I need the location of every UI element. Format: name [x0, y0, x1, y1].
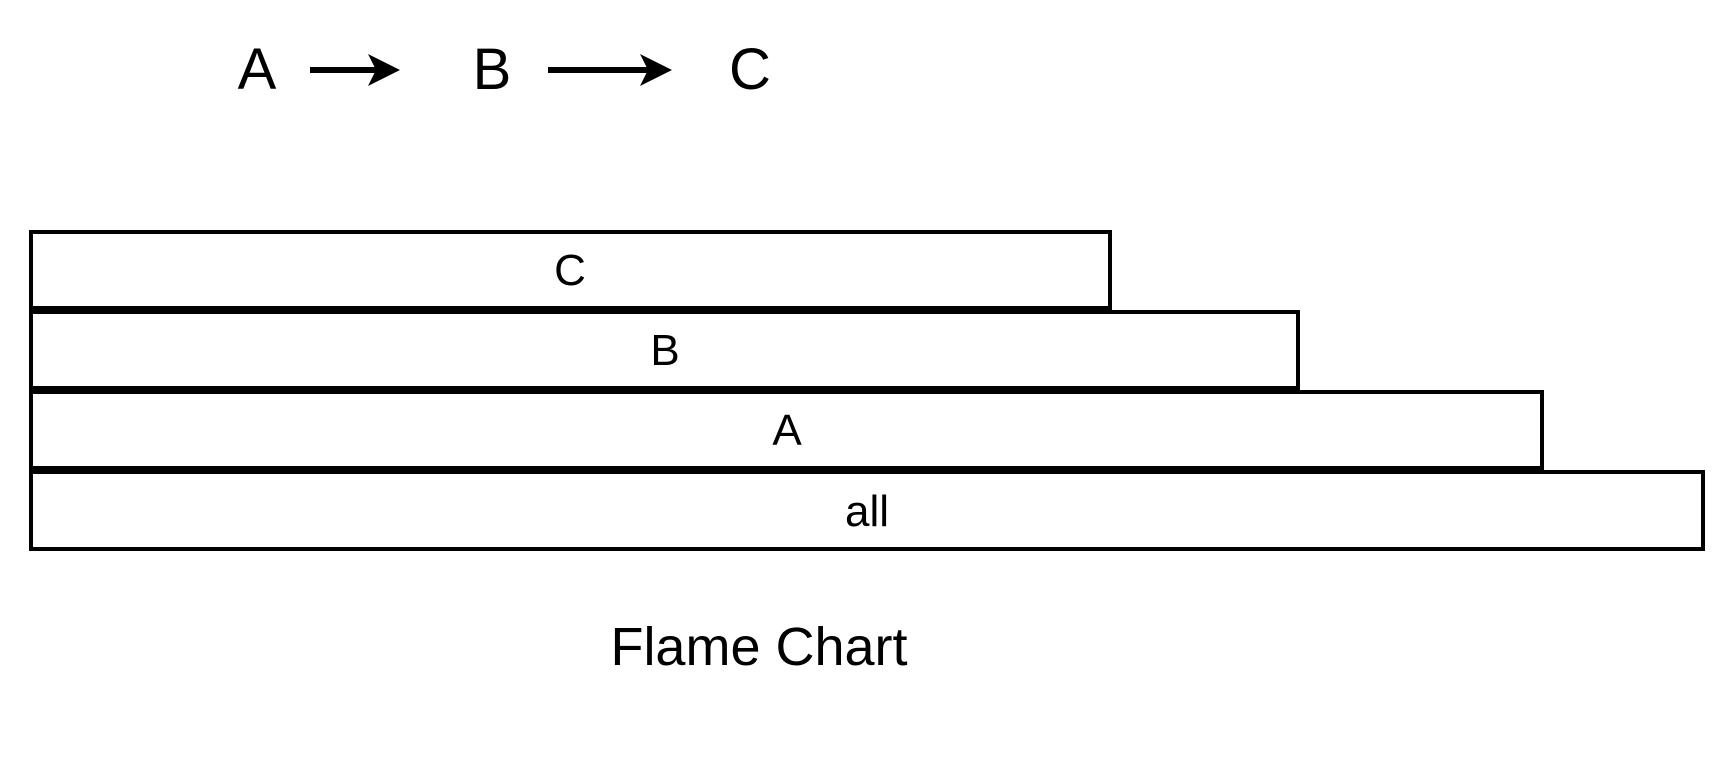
- flame-frame-label-a: A: [772, 406, 802, 455]
- flame-frame-all[interactable]: [29, 470, 1705, 551]
- flame-frame-label-c: C: [554, 246, 586, 295]
- arrow-b-to-c: [548, 54, 672, 86]
- call-chain-node-a: A: [237, 37, 277, 102]
- call-chain-node-b: B: [472, 37, 512, 102]
- flame-frame-c[interactable]: [29, 230, 1112, 310]
- figure-caption: Flame Chart: [610, 617, 908, 677]
- flame-frame-label-all: all: [844, 487, 890, 536]
- call-chain-node-c: C: [729, 37, 771, 102]
- arrow-a-to-b: [310, 54, 400, 86]
- flame-frame-label-b: B: [650, 326, 680, 375]
- flame-frame-a[interactable]: [29, 390, 1544, 470]
- flame-frame-b[interactable]: [29, 310, 1300, 390]
